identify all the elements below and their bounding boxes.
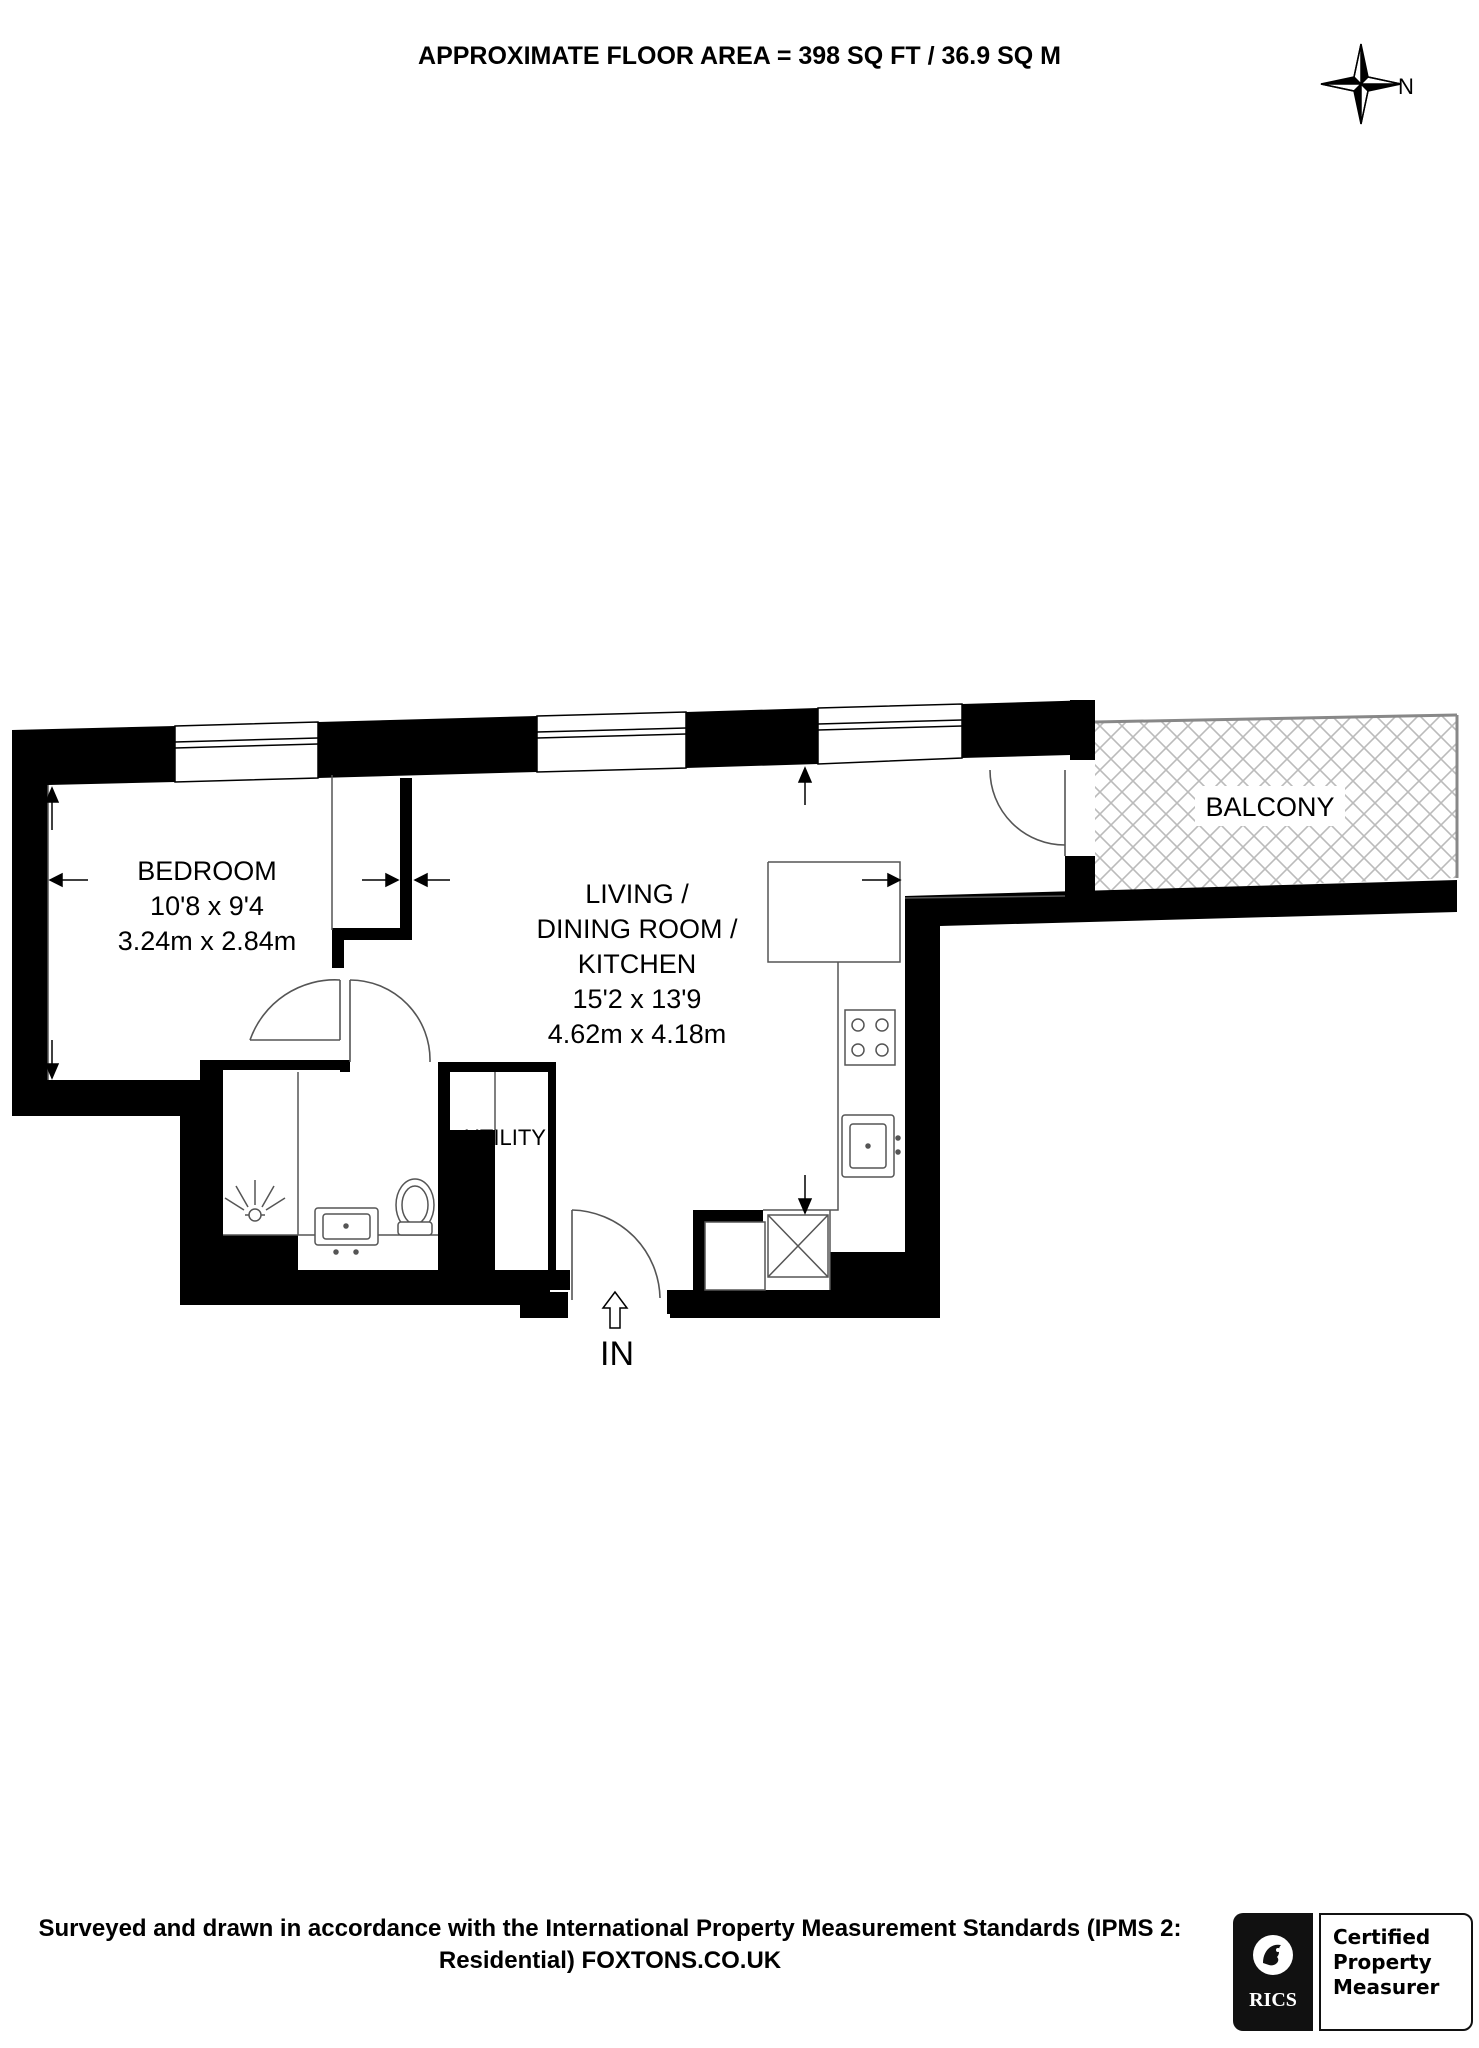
window-living-1: [536, 711, 687, 773]
north-label: N: [1398, 74, 1414, 99]
bedroom-size-imperial: 10'8 x 9'4: [150, 891, 264, 921]
shower-icon: [224, 1180, 286, 1222]
rics-lion-icon: [1253, 1935, 1293, 1975]
rics-logo: RICS: [1233, 1913, 1313, 2031]
balcony-label-bg: [1195, 786, 1345, 826]
living-label-line1: LIVING /: [585, 879, 689, 909]
wall-cupboard-top: [693, 1210, 763, 1222]
rics-line2: Property: [1333, 1950, 1432, 1974]
living-size-metric: 4.62m x 4.18m: [548, 1019, 727, 1049]
rics-line1: Certified: [1333, 1925, 1431, 1949]
window-bedroom: [174, 721, 319, 783]
wall-bath-left: [213, 1062, 223, 1272]
kitchen-sink-icon: [841, 1114, 901, 1178]
living-size-imperial: 15'2 x 13'9: [573, 984, 702, 1014]
dimension-arrows: [44, 766, 902, 1215]
rics-badge: RICS Certified Property Measurer: [1233, 1913, 1473, 2031]
door-swing-balcony: [989, 769, 1066, 846]
rics-brand: RICS: [1249, 1989, 1297, 2011]
bedroom-size-metric: 3.24m x 2.84m: [118, 926, 297, 956]
wall-partition-vert: [400, 778, 412, 938]
wall-utility-top: [450, 1062, 555, 1072]
wall-cupboard-left: [693, 1210, 705, 1295]
wall-stub-a: [340, 1060, 350, 1072]
wall-door-jamb-right: [667, 1290, 673, 1314]
windows: [174, 703, 963, 783]
wall-partition-horiz: [332, 928, 412, 940]
living-label-line3: KITCHEN: [578, 949, 697, 979]
kitchen-cupboard: [704, 1221, 766, 1291]
bedroom-label: BEDROOM: [137, 856, 277, 886]
survey-footnote-line2: Residential) FOXTONS.CO.UK: [438, 1947, 782, 1974]
door-swing-entrance: [571, 1209, 661, 1299]
wall-top-mid1: [318, 716, 537, 778]
wall-kitchen-corner: [830, 1252, 905, 1292]
utility-label: UTILITY: [464, 1125, 546, 1150]
door-swing-bedroom: [249, 979, 341, 1041]
wall-bedroom-bottom: [200, 1060, 345, 1070]
wall-partition-stub: [332, 928, 344, 968]
wall-bottom-left: [12, 1068, 568, 1318]
rics-line3: Measurer: [1333, 1975, 1440, 1999]
entrance-arrow-icon: [601, 1290, 629, 1329]
rics-certification: Certified Property Measurer: [1319, 1913, 1473, 2031]
wall-bath-base: [213, 1235, 298, 1270]
wall-balcony-jamb: [1065, 856, 1095, 896]
wall-entry-left: [520, 1270, 570, 1290]
toilet-icon: [395, 1178, 435, 1236]
doors: [249, 769, 1066, 1300]
wall-top-right: [962, 700, 1095, 760]
balcony: [1094, 713, 1459, 892]
balcony-label: BALCONY: [1205, 792, 1334, 822]
wall-right: [905, 880, 1457, 1318]
wall-utility-right: [548, 1062, 556, 1272]
window-living-2: [817, 703, 963, 765]
living-label-line2: DINING ROOM /: [537, 914, 738, 944]
compass-rose-icon: N: [1320, 43, 1414, 125]
wall-top-left: [12, 726, 175, 1080]
fixtures: [224, 1009, 901, 1291]
wall-balcony-upper-jamb: [1070, 700, 1095, 760]
wall-utility-block: [450, 1130, 495, 1270]
walls: [12, 700, 1457, 1318]
washbasin-icon: [314, 1207, 379, 1255]
wall-bottom-right: [670, 1290, 905, 1318]
wall-top-mid2: [686, 708, 818, 768]
entrance-label: IN: [600, 1335, 634, 1373]
hob-icon: [844, 1009, 896, 1066]
survey-footnote-line1: Surveyed and drawn in accordance with th…: [38, 1915, 1182, 1942]
cupboard-cross-icon: [767, 1214, 829, 1278]
wall-bath-utility: [438, 1062, 450, 1272]
survey-footnote: Surveyed and drawn in accordance with th…: [0, 1913, 1220, 1977]
door-swing-bathroom: [349, 979, 431, 1063]
floor-area-title: APPROXIMATE FLOOR AREA = 398 SQ FT / 36.…: [418, 42, 1061, 70]
